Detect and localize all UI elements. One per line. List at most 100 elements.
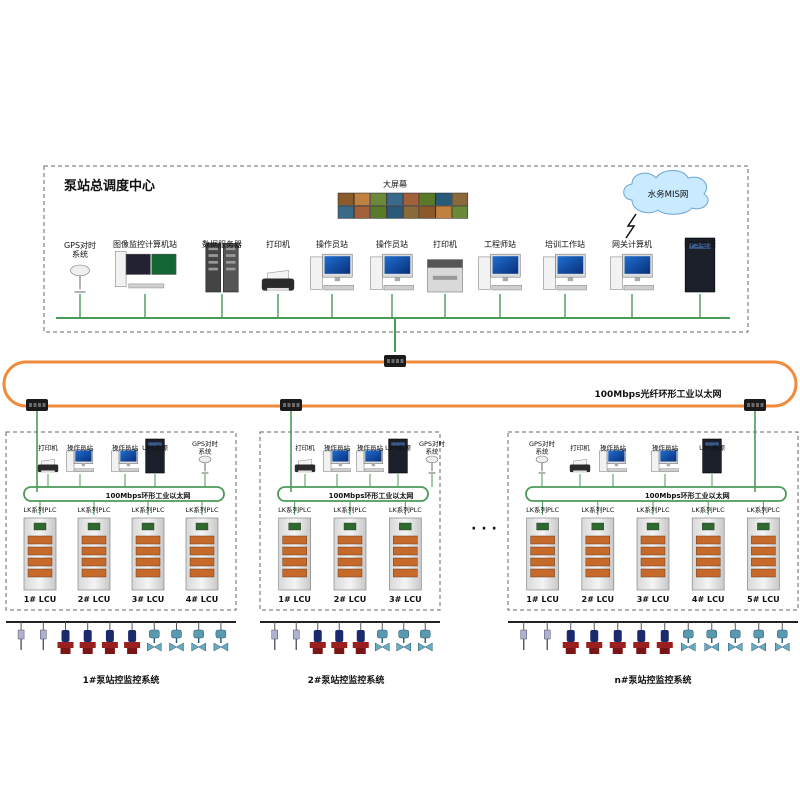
cabinet-module <box>282 535 307 545</box>
cabinet-module <box>585 535 611 545</box>
screen-tile <box>419 192 436 206</box>
server-bay <box>208 247 218 251</box>
screen-tile <box>451 205 469 219</box>
cabinet-module <box>530 557 555 567</box>
lcu-label: 1# LCU <box>278 595 311 604</box>
pc-tower <box>323 450 332 472</box>
pump-base <box>589 648 600 654</box>
screen-tile <box>354 192 371 206</box>
keyboard <box>331 468 351 472</box>
cabinet-module <box>189 557 215 567</box>
pump-motor <box>356 630 365 642</box>
station-frame <box>5 431 237 611</box>
valve-body <box>775 642 790 652</box>
cabinet-module <box>695 557 721 567</box>
station-device-pc: 操作员站 <box>599 443 627 487</box>
label-line: 操作员站 <box>376 239 408 249</box>
pump-motor <box>637 630 646 642</box>
screen-tile <box>354 205 371 219</box>
plc-label: LK系列PLC <box>389 505 422 514</box>
station-device-ups: UPS电源 <box>142 438 168 487</box>
cabinet-display <box>33 522 47 531</box>
cabinet-module <box>282 568 307 578</box>
field-pump <box>57 622 74 654</box>
keyboard <box>364 468 384 472</box>
cabinet-module <box>640 546 666 556</box>
label-line: GPS对时 <box>419 439 446 448</box>
valve-actuator <box>753 629 764 639</box>
field-valve <box>418 622 433 652</box>
plc-label: LK系列PLC <box>24 505 57 514</box>
screen-tile <box>435 205 452 219</box>
cabinet-module <box>751 568 776 578</box>
sensor-body <box>271 629 278 640</box>
cc-device-pc: 操作员站 <box>310 239 354 318</box>
pump-casing <box>101 642 118 648</box>
label-line: 培训工作站 <box>545 239 585 249</box>
cabinet-module <box>640 568 666 578</box>
switch-port <box>38 403 41 407</box>
station-device-label: 打印机 <box>295 443 315 452</box>
cc-device-label: 操作员站 <box>376 239 408 249</box>
station-device-pc: 操作员站 <box>356 443 384 487</box>
cc-device-gps: GPS对时系统 <box>64 240 96 318</box>
cabinet-module <box>135 568 161 578</box>
server-bay <box>208 267 218 271</box>
cc-device-label: 打印机 <box>266 239 290 249</box>
field-pump <box>609 622 626 654</box>
monitor-stand <box>567 277 574 282</box>
mis-cloud-icon <box>623 170 709 215</box>
plc-label: LK系列PLC <box>186 505 219 514</box>
cabinet-module <box>135 535 161 545</box>
station-ring-label: 100Mbps环形工业以太网 <box>106 491 191 500</box>
switch-body <box>280 399 302 411</box>
pump-casing <box>633 642 650 648</box>
cabinet-module <box>585 568 611 578</box>
field-pump <box>101 622 118 654</box>
switch-port <box>747 403 750 407</box>
lcu-label: 3# LCU <box>132 595 165 604</box>
label-line: 网关计算机 <box>612 239 652 249</box>
cabinet-display <box>702 522 715 531</box>
station-device-label: 操作员站 <box>324 443 351 452</box>
monitor-frame <box>125 253 151 275</box>
cc-device-label: 打印机 <box>433 239 457 249</box>
station-frame <box>507 431 799 611</box>
switch-port <box>760 403 764 407</box>
label-line: 工程师站 <box>484 239 516 249</box>
cc-device-workstation_dual: 图像监控计算机站 <box>113 239 177 318</box>
switch-body <box>384 355 406 367</box>
station-device-label: UPS电源 <box>385 443 411 452</box>
label-line: UPS电源 <box>684 239 716 249</box>
sensor-body <box>40 629 47 640</box>
cabinet-module <box>189 568 215 578</box>
pump-motor <box>128 630 137 642</box>
station-name: n#泵站控监控系统 <box>615 674 692 686</box>
pump-motor <box>660 630 669 642</box>
station-device-label: UPS电源 <box>142 443 168 452</box>
field-pump <box>586 622 603 654</box>
pump-motor <box>313 630 322 642</box>
pump-base <box>312 648 323 654</box>
printer-body <box>569 464 591 473</box>
station-device-gps: GPS对时系统 <box>529 439 556 487</box>
cabinet-module <box>189 546 215 556</box>
pump-casing <box>79 642 96 648</box>
cc-device-label: UPS电源 <box>684 239 716 249</box>
gps-dish <box>70 264 90 277</box>
pump-motor <box>613 630 622 642</box>
pump-casing <box>331 642 348 648</box>
label-line: 操作员站 <box>67 443 94 452</box>
station-device-label: 操作员站 <box>67 443 94 452</box>
valve-body <box>418 642 433 652</box>
cabinet-module <box>135 557 161 567</box>
valve-body <box>728 642 743 652</box>
switch-port <box>292 403 295 407</box>
pump-motor <box>590 630 599 642</box>
pc-tower <box>599 450 608 472</box>
label-line: 操作员站 <box>324 443 351 452</box>
cabinet-display <box>288 522 301 531</box>
